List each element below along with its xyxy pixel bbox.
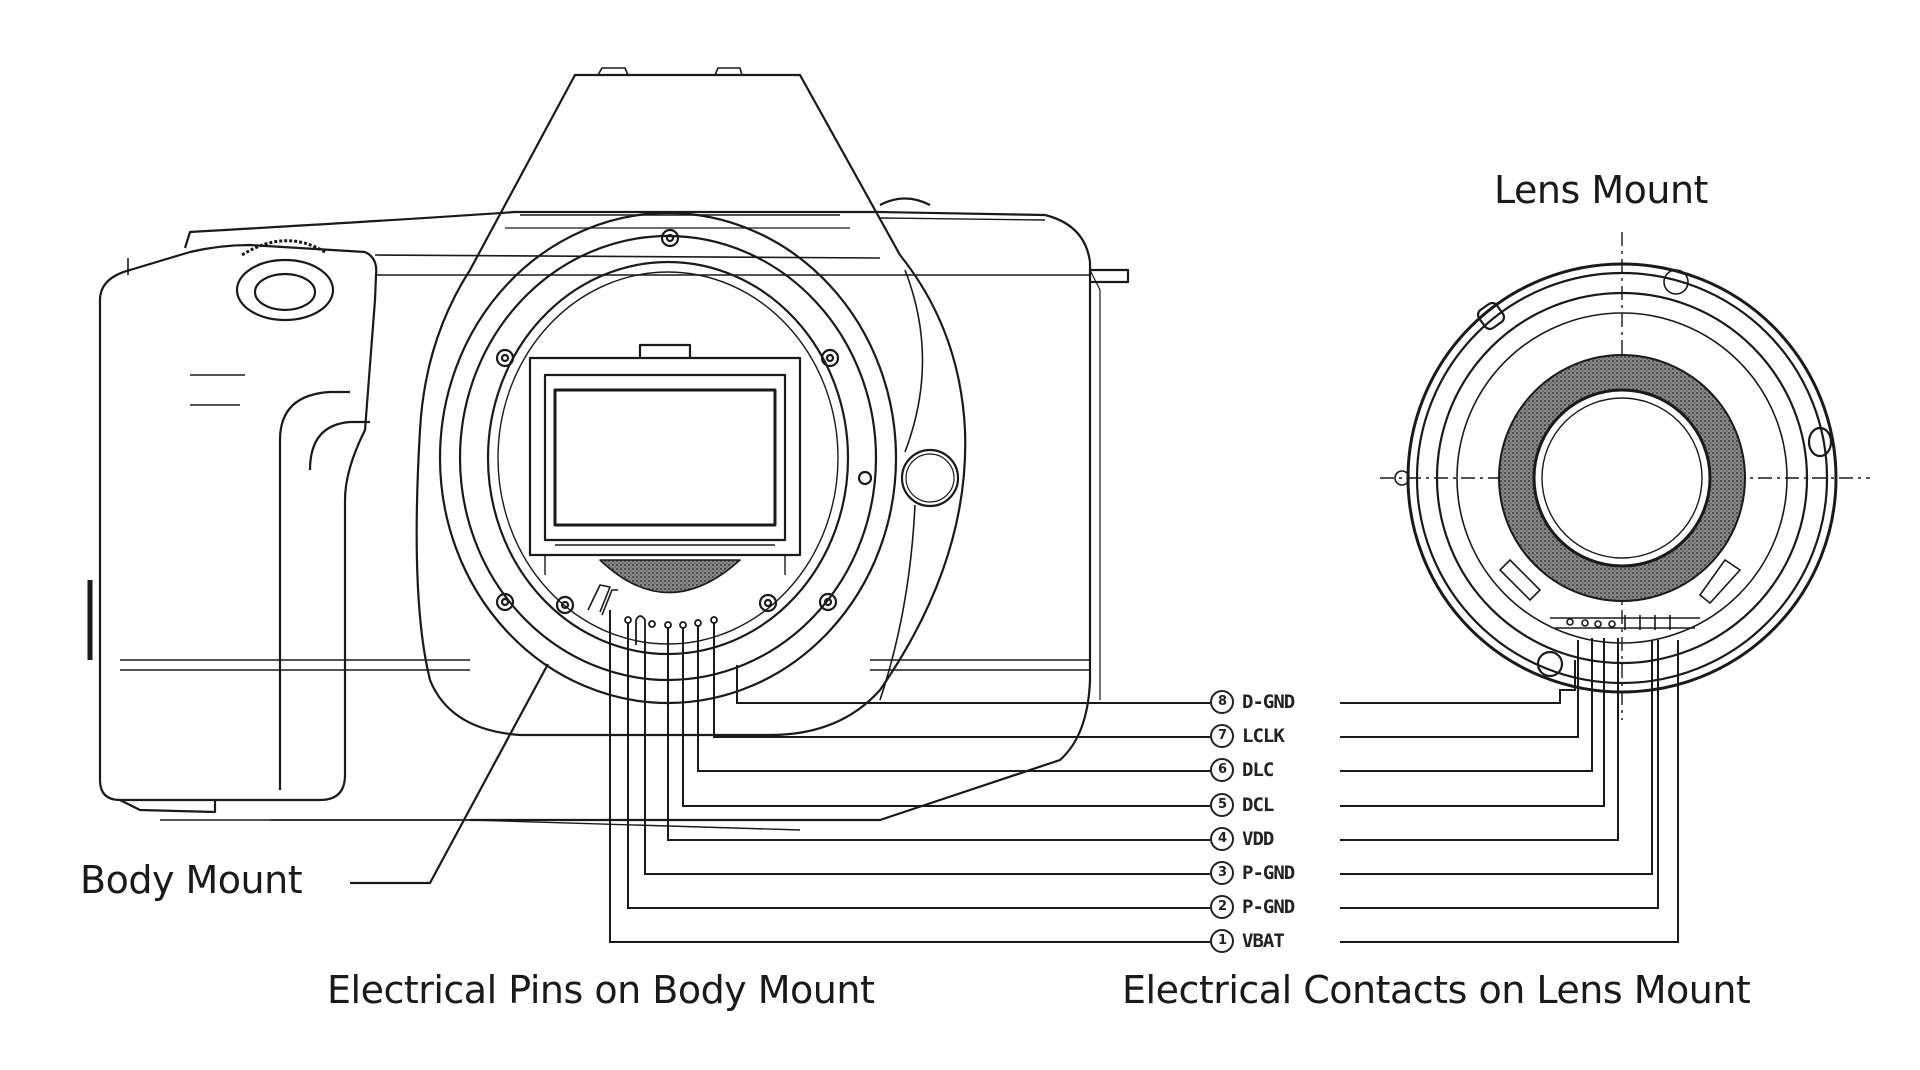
mirror-shading — [599, 559, 741, 594]
wire-lens-6 — [1340, 638, 1593, 772]
lens-contacts — [1550, 615, 1700, 630]
pin-label: 5 DCL — [1210, 793, 1274, 817]
pin-name: P-GND — [1242, 896, 1295, 918]
lens-contact-screw — [1536, 650, 1564, 678]
wire-lens-5 — [1340, 638, 1605, 807]
wire-body-2 — [627, 622, 1212, 909]
wire-lens-1 — [1340, 640, 1679, 943]
lens-mount-outer-ring — [1406, 262, 1838, 694]
pin-number-badge: 5 — [1210, 793, 1234, 817]
pin-number-badge: 1 — [1210, 929, 1234, 953]
lens-mount-title: Lens Mount — [1494, 168, 1708, 212]
pin-number-badge: 3 — [1210, 861, 1234, 885]
camera-body — [87, 67, 1130, 885]
pin-name: DLC — [1242, 759, 1274, 781]
pin-number-badge: 6 — [1210, 758, 1234, 782]
pin-name: LCLK — [1242, 725, 1285, 747]
pin-name: DCL — [1242, 794, 1274, 816]
wire-body-3 — [644, 640, 1212, 875]
wire-lens-7 — [1340, 640, 1579, 738]
pin-number-badge: 2 — [1210, 895, 1234, 919]
wiring — [609, 610, 1679, 943]
pentaprism — [415, 73, 967, 737]
wire-body-5 — [682, 627, 1212, 807]
wire-body-8 — [736, 665, 1212, 704]
pin-name: VDD — [1242, 828, 1274, 850]
body-mount-label: Body Mount — [80, 858, 303, 902]
pin-number-badge: 7 — [1210, 724, 1234, 748]
mirror — [553, 388, 777, 527]
pins-caption: Electrical Pins on Body Mount — [327, 968, 875, 1012]
wire-lens-8 — [1340, 660, 1576, 704]
pin-number-badge: 4 — [1210, 827, 1234, 851]
pin-number-badge: 8 — [1210, 690, 1234, 714]
wire-body-7 — [713, 622, 1212, 738]
pin-name: D-GND — [1242, 691, 1295, 713]
pin-name: P-GND — [1242, 862, 1295, 884]
body-mount-leader — [350, 663, 549, 885]
screw — [660, 228, 680, 248]
lens-mount-drawing — [1380, 232, 1870, 720]
wire-body-4 — [667, 627, 1212, 841]
pin-label: 4 VDD — [1210, 827, 1274, 851]
wire-lens-4 — [1340, 638, 1619, 841]
lens-release-button — [900, 448, 960, 508]
pin-label: 7 LCLK — [1210, 724, 1285, 748]
pin-name: VBAT — [1242, 930, 1285, 952]
lens-screw — [1476, 301, 1506, 331]
wire-body-1 — [609, 610, 1212, 943]
pin-label: 8 D-GND — [1210, 690, 1295, 714]
wire-lens-2 — [1340, 640, 1659, 909]
pin-label: 1 VBAT — [1210, 929, 1285, 953]
pin-label: 6 DLC — [1210, 758, 1274, 782]
wire-lens-3 — [1340, 640, 1653, 875]
lens-opening — [1532, 388, 1712, 568]
pin-label: 2 P-GND — [1210, 895, 1295, 919]
shutter-button — [235, 258, 335, 322]
pin-label: 3 P-GND — [1210, 861, 1295, 885]
camera-grip — [98, 299, 377, 802]
contacts-caption: Electrical Contacts on Lens Mount — [1122, 968, 1751, 1012]
wire-body-6 — [697, 625, 1212, 772]
